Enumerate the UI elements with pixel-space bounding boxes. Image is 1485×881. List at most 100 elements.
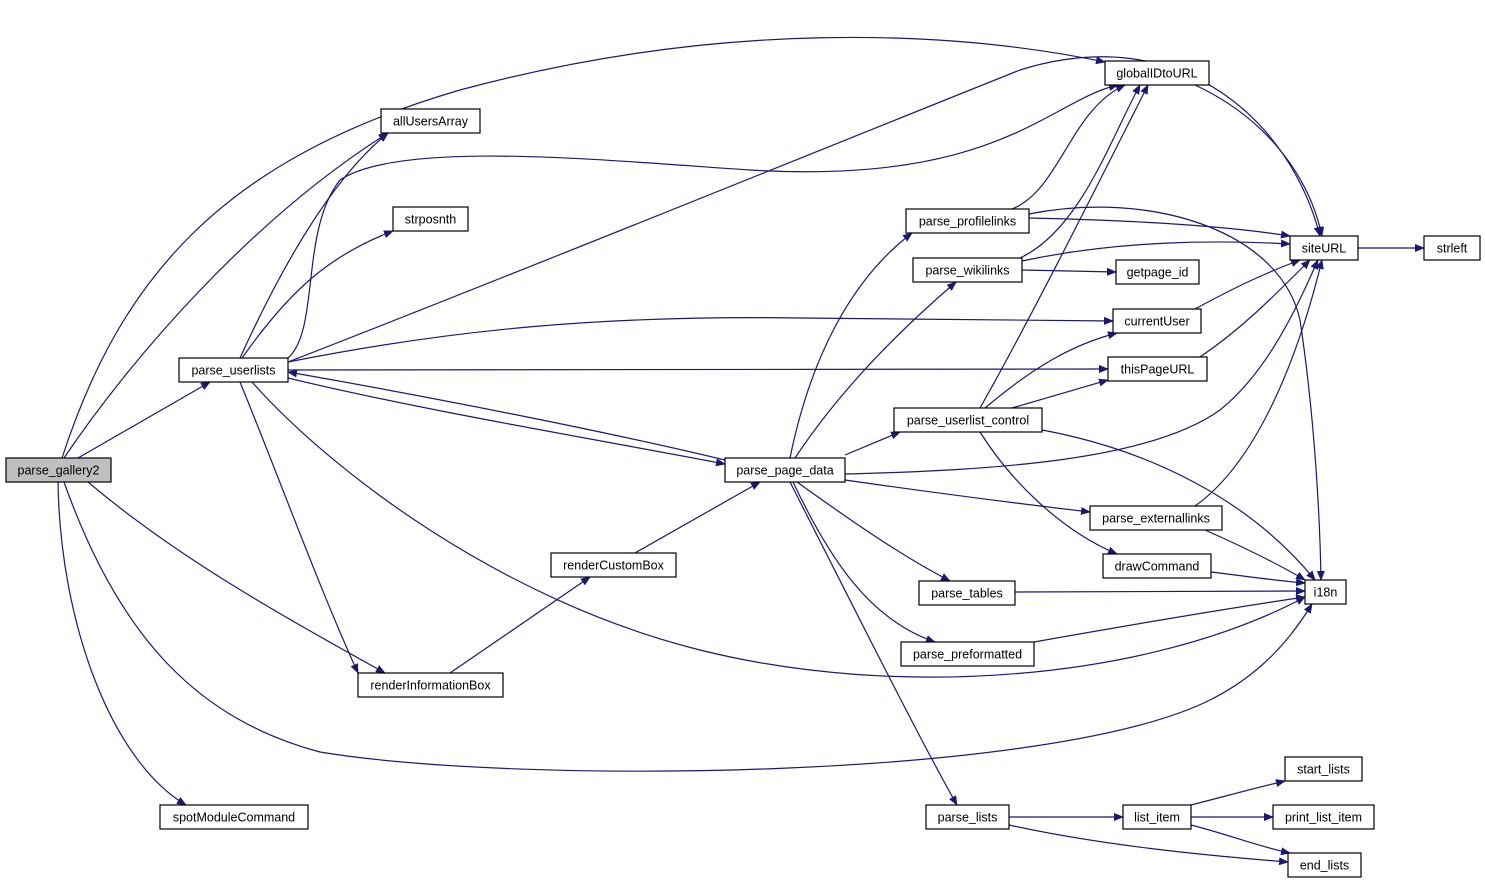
node-box[interactable] bbox=[1304, 579, 1347, 605]
edge-parse-externallinks-to-siteurl bbox=[1194, 259, 1324, 507]
node-label: renderInformationBox bbox=[370, 679, 491, 693]
node-box[interactable] bbox=[392, 206, 469, 232]
node-box[interactable] bbox=[893, 407, 1043, 433]
node-box[interactable] bbox=[159, 804, 309, 830]
node-label: allUsersArray bbox=[393, 115, 469, 129]
edge-parse-userlists-to-thispageurl bbox=[287, 365, 1109, 374]
node-start-lists[interactable]: start_lists bbox=[1284, 756, 1363, 782]
node-parse-userlists[interactable]: parse_userlists bbox=[178, 357, 289, 383]
edge-parse-userlists-to-allusersarray bbox=[239, 132, 389, 359]
edge-parse-wikilinks-to-getpage-id bbox=[1021, 267, 1117, 276]
edge-parse-userlist-control-to-drawcommand bbox=[979, 431, 1118, 555]
edge-parse-gallery2-to-parse-userlists bbox=[77, 381, 211, 459]
node-parse-lists[interactable]: parse_lists bbox=[925, 804, 1010, 830]
edge-parse-userlists-to-renderinformationbox bbox=[239, 381, 359, 674]
edge-parse-page-data-to-parse-lists bbox=[789, 481, 958, 806]
node-label: strleft bbox=[1437, 242, 1468, 256]
node-box[interactable] bbox=[1272, 804, 1375, 830]
edge-parse-gallery2-to-renderinformationbox bbox=[87, 481, 386, 674]
edge-parse-userlist-control-to-currentuser bbox=[984, 331, 1118, 409]
node-parse-gallery2[interactable]: parse_gallery2 bbox=[5, 457, 112, 483]
node-box[interactable] bbox=[1423, 235, 1481, 261]
node-globalidtourl[interactable]: globalIDtoURL bbox=[1104, 60, 1210, 86]
node-rendercustombox[interactable]: renderCustomBox bbox=[550, 552, 677, 578]
node-end-lists[interactable]: end_lists bbox=[1287, 852, 1362, 878]
edge-parse-userlist-control-to-globalidtourl bbox=[979, 84, 1149, 409]
edge-parse-userlists-to-siteurl bbox=[287, 56, 1322, 363]
edge-list-item-to-start-lists bbox=[1190, 779, 1286, 806]
node-print-list-item[interactable]: print_list_item bbox=[1272, 804, 1375, 830]
node-label: getpage_id bbox=[1127, 266, 1189, 280]
edge-thispageurl-to-siteurl bbox=[1199, 259, 1311, 358]
node-box[interactable] bbox=[1104, 60, 1210, 86]
edge-parse-userlists-to-i18n bbox=[251, 381, 1306, 678]
edge-parse-page-data-to-parse-externallinks bbox=[844, 479, 1091, 515]
edge-parse-profilelinks-to-siteurl bbox=[1028, 217, 1291, 239]
node-label: start_lists bbox=[1297, 763, 1350, 777]
node-box[interactable] bbox=[380, 108, 481, 134]
node-label: renderCustomBox bbox=[563, 559, 664, 573]
node-parse-userlist-control[interactable]: parse_userlist_control bbox=[893, 407, 1043, 433]
node-box[interactable] bbox=[925, 804, 1010, 830]
node-parse-wikilinks[interactable]: parse_wikilinks bbox=[912, 257, 1023, 283]
node-box[interactable] bbox=[900, 641, 1035, 667]
node-box[interactable] bbox=[912, 257, 1023, 283]
edge-parse-profilelinks-to-globalidtourl bbox=[1011, 84, 1126, 210]
node-renderinformationbox[interactable]: renderInformationBox bbox=[357, 672, 504, 698]
node-box[interactable] bbox=[1107, 356, 1208, 382]
node-box[interactable] bbox=[1287, 852, 1362, 878]
node-getpage-id[interactable]: getpage_id bbox=[1115, 259, 1200, 285]
node-i18n[interactable]: i18n bbox=[1304, 579, 1347, 605]
node-parse-profilelinks[interactable]: parse_profilelinks bbox=[905, 208, 1030, 234]
node-box[interactable] bbox=[724, 457, 846, 483]
node-box[interactable] bbox=[178, 357, 289, 383]
node-label: strposnth bbox=[405, 213, 456, 227]
edge-parse-externallinks-to-i18n bbox=[1204, 529, 1306, 581]
edge-parse-page-data-to-parse-userlist-control bbox=[844, 431, 901, 456]
node-strposnth[interactable]: strposnth bbox=[392, 206, 469, 232]
node-box[interactable] bbox=[1089, 505, 1223, 531]
node-parse-externallinks[interactable]: parse_externallinks bbox=[1089, 505, 1223, 531]
edge-parse-gallery2-to-allusersarray bbox=[63, 132, 389, 459]
nodes-layer: parse_gallery2 allUsersArray strposnth pars… bbox=[5, 60, 1481, 878]
edge-globalidtourl-to-siteurl bbox=[1194, 84, 1325, 237]
node-thispageurl[interactable]: thisPageURL bbox=[1107, 356, 1208, 382]
node-box[interactable] bbox=[550, 552, 677, 578]
node-parse-preformatted[interactable]: parse_preformatted bbox=[900, 641, 1035, 667]
edge-parse-gallery2-to-spotmodulecommand bbox=[57, 481, 187, 806]
node-parse-tables[interactable]: parse_tables bbox=[918, 580, 1016, 606]
node-box[interactable] bbox=[1102, 553, 1212, 579]
edge-parse-wikilinks-to-globalidtourl bbox=[1019, 84, 1141, 259]
edge-parse-page-data-to-parse-profilelinks bbox=[789, 232, 913, 459]
node-label: spotModuleCommand bbox=[173, 811, 295, 825]
node-siteurl[interactable]: siteURL bbox=[1289, 235, 1359, 261]
node-box[interactable] bbox=[1289, 235, 1359, 261]
edge-parse-preformatted-to-i18n bbox=[1033, 594, 1306, 643]
node-parse-page-data[interactable]: parse_page_data bbox=[724, 457, 846, 483]
node-list-item[interactable]: list_item bbox=[1122, 804, 1192, 830]
node-spotmodulecommand[interactable]: spotModuleCommand bbox=[159, 804, 309, 830]
node-label: parse_externallinks bbox=[1102, 512, 1210, 526]
node-box[interactable] bbox=[905, 208, 1030, 234]
edge-parse-userlist-control-to-i18n bbox=[1041, 429, 1316, 581]
node-label: siteURL bbox=[1302, 242, 1347, 256]
node-box[interactable] bbox=[357, 672, 504, 698]
node-box[interactable] bbox=[1112, 308, 1202, 334]
node-label: parse_lists bbox=[938, 811, 998, 825]
node-currentuser[interactable]: currentUser bbox=[1112, 308, 1202, 334]
node-allusersarray[interactable]: allUsersArray bbox=[380, 108, 481, 134]
node-box[interactable] bbox=[5, 457, 112, 483]
node-box[interactable] bbox=[1284, 756, 1363, 782]
node-box[interactable] bbox=[1115, 259, 1200, 285]
edge-parse-page-data-to-parse-tables bbox=[796, 481, 951, 582]
node-strleft[interactable]: strleft bbox=[1423, 235, 1481, 261]
node-label: thisPageURL bbox=[1121, 363, 1195, 377]
node-drawcommand[interactable]: drawCommand bbox=[1102, 553, 1212, 579]
edge-renderinformationbox-to-rendercustombox bbox=[449, 576, 591, 674]
edge-parse-userlists-to-strposnth bbox=[241, 230, 394, 359]
edge-drawcommand-to-i18n bbox=[1210, 571, 1306, 587]
node-box[interactable] bbox=[918, 580, 1016, 606]
edge-parse-profilelinks-to-i18n bbox=[1028, 206, 1325, 581]
node-box[interactable] bbox=[1122, 804, 1192, 830]
